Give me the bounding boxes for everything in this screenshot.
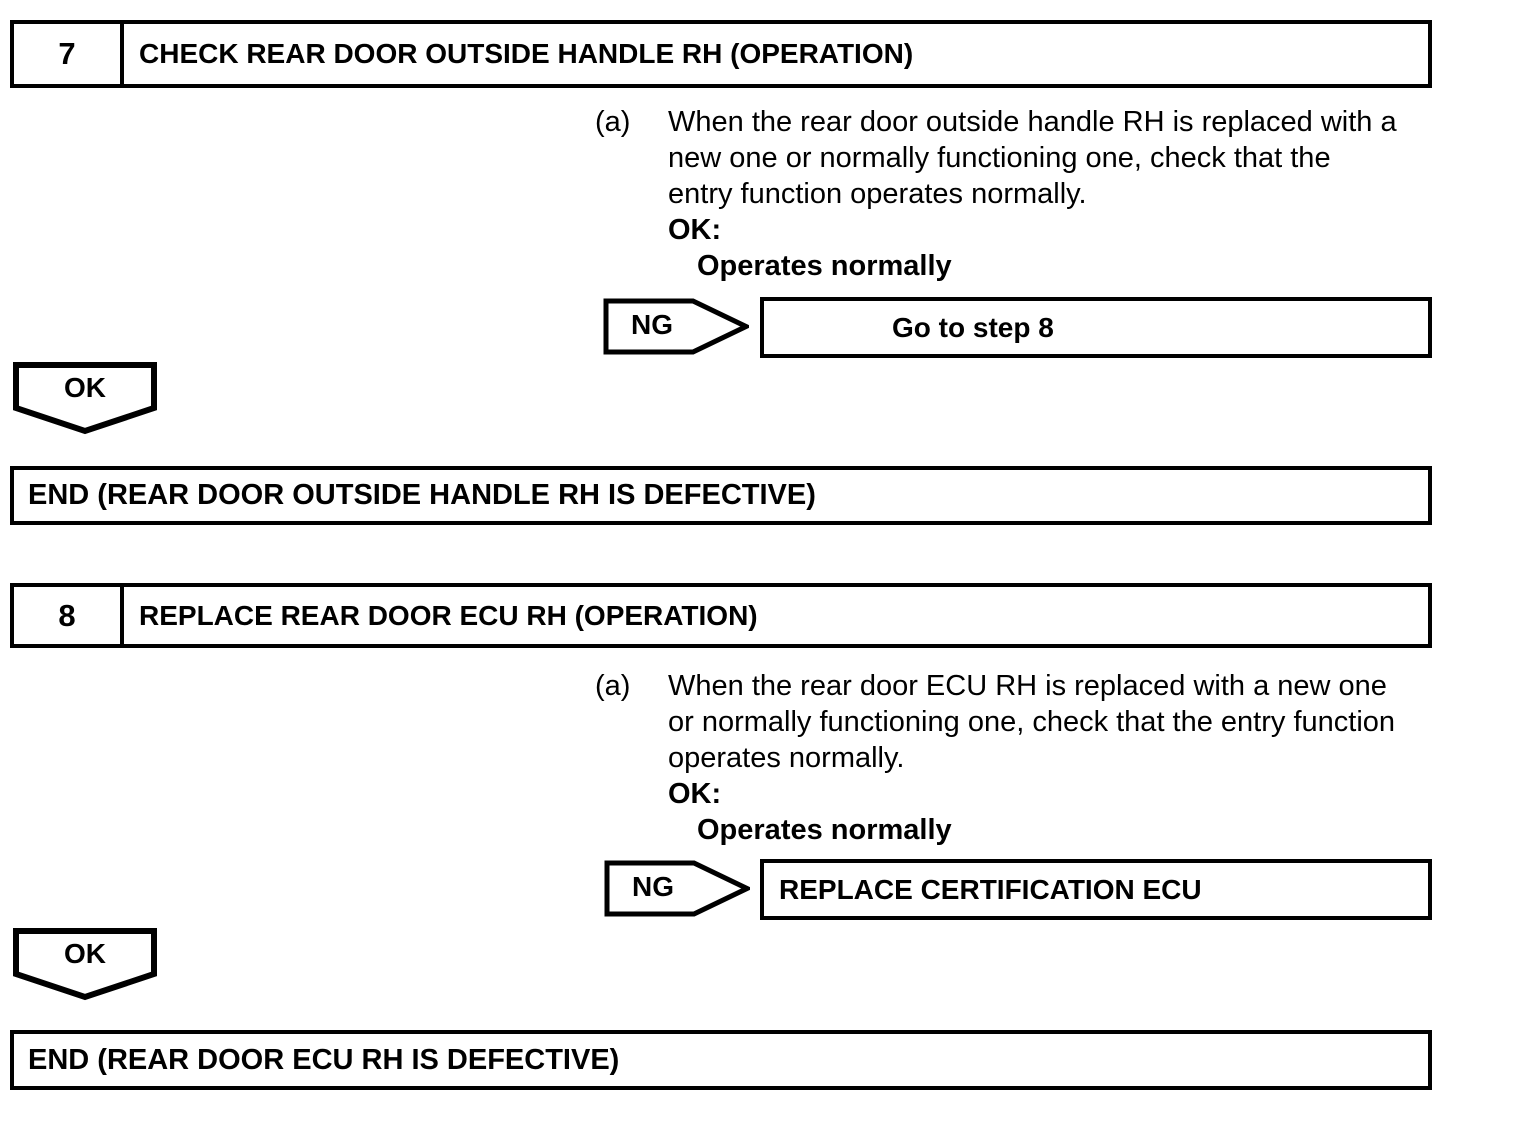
step-title: CHECK REAR DOOR OUTSIDE HANDLE RH (OPERA… [139,38,914,69]
ng-branch-8: NG [604,860,750,917]
end-text: END (REAR DOOR ECU RH IS DEFECTIVE) [28,1043,620,1076]
ok-branch-7: OK [13,362,157,435]
instruction-line: or normally functioning one, check that … [668,706,1396,738]
ok-branch-8: OK [13,928,157,1001]
ng-branch-label: NG [631,308,673,340]
ng-branch-label: NG [632,870,674,902]
instruction-line: When the rear door ECU RH is replaced wi… [668,670,1387,702]
end-box-7: END (REAR DOOR OUTSIDE HANDLE RH IS DEFE… [10,466,1432,525]
ok-criteria-label: OK: [668,214,722,246]
step-number: 8 [14,587,124,644]
ng-branch-7: NG [603,298,749,355]
ok-arrow-icon [13,928,157,1001]
instruction-line: When the rear door outside handle RH is … [668,106,1397,138]
ng-result-text: REPLACE CERTIFICATION ECU [779,873,1202,905]
ok-criteria-value: Operates normally [697,250,952,282]
instruction-text: When the rear door outside handle RH is … [668,104,1397,284]
step-7-instruction: (a) When the rear door outside handle RH… [595,104,1397,284]
instruction-line: operates normally. [668,742,905,774]
step-number: 7 [14,24,124,84]
instruction-text: When the rear door ECU RH is replaced wi… [668,668,1395,848]
step-title: REPLACE REAR DOOR ECU RH (OPERATION) [139,599,758,631]
ng-arrow-icon [604,860,750,917]
step-8-instruction: (a) When the rear door ECU RH is replace… [595,668,1395,848]
step-7-header: 7 CHECK REAR DOOR OUTSIDE HANDLE RH (OPE… [10,20,1432,88]
instruction-line: new one or normally functioning one, che… [668,142,1331,174]
step-8-header: 8 REPLACE REAR DOOR ECU RH (OPERATION) [10,583,1432,648]
ok-branch-label: OK [64,372,106,403]
ng-result-box-8: REPLACE CERTIFICATION ECU [760,859,1432,920]
list-item-marker: (a) [595,670,631,702]
ok-criteria-value: Operates normally [697,814,952,846]
instruction-line: entry function operates normally. [668,178,1087,210]
ok-criteria-label: OK: [668,778,722,810]
list-item-marker: (a) [595,106,631,138]
ng-result-text: Go to step 8 [892,311,1054,343]
end-text: END (REAR DOOR OUTSIDE HANDLE RH IS DEFE… [28,479,816,511]
ok-branch-label: OK [64,938,106,969]
ng-result-box-7: Go to step 8 [760,297,1432,358]
end-box-8: END (REAR DOOR ECU RH IS DEFECTIVE) [10,1030,1432,1090]
ng-arrow-icon [603,298,749,355]
ok-arrow-icon [13,362,157,435]
